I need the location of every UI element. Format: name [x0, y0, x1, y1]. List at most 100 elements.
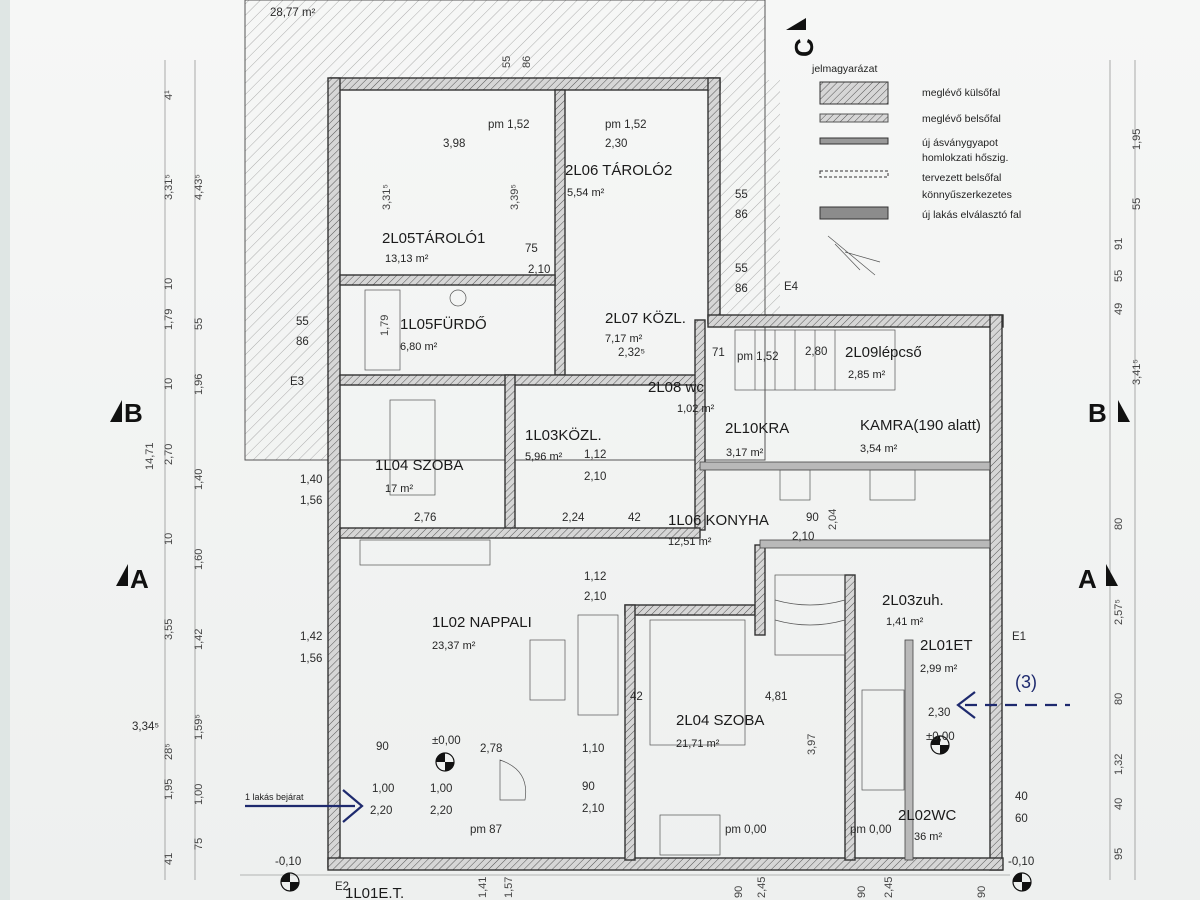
sheet-edge	[0, 0, 10, 900]
section-c-triangle	[786, 18, 806, 30]
legend-item-3: új ásványgyapot	[922, 137, 998, 149]
dim-1-00-a: 1,00	[372, 783, 394, 795]
room-2l10-area: 3,17 m²	[726, 447, 764, 459]
stairs-lower	[774, 574, 846, 656]
room-1l05-area: 6,80 m²	[400, 341, 438, 353]
dim-2-78: 2,78	[480, 743, 502, 755]
dim-pm000-a: pm 0,00	[725, 824, 767, 836]
dim-neg010-b: -0,10	[1008, 856, 1034, 868]
right-axis-values: 1,95 55 91 55 49 3,41⁵ 80 2,57⁵ 80 1,32 …	[1015, 129, 1143, 860]
left-axis-value: 4,43⁵	[193, 174, 205, 200]
dim-pm000-b: pm 0,00	[850, 824, 892, 836]
sink	[779, 469, 811, 501]
dim-2-30-b: 2,30	[928, 707, 950, 719]
label-e4: E4	[784, 281, 799, 293]
left-axis-value: 10	[163, 278, 175, 290]
dim-2-10-c: 2,10	[792, 531, 814, 543]
right-axis-value: 55	[1113, 270, 1125, 282]
dim-pm152-c: pm 1,52	[737, 351, 779, 363]
dim-3-39: 3,39⁵	[509, 184, 521, 210]
dim-90-a: 90	[806, 512, 819, 524]
room-2l08-name: 2L08 wc	[648, 379, 704, 396]
left-axis-value: 10	[163, 378, 175, 390]
dim-pm152-a: pm 1,52	[488, 119, 530, 131]
room-1l02-area: 23,37 m²	[432, 640, 476, 652]
left-axis-value: 55	[193, 318, 205, 330]
room-2l03-name: 2L03zuh.	[882, 592, 944, 609]
room-2l06-name: 2L06 TÁROLÓ2	[565, 162, 672, 179]
hatch-right	[715, 80, 780, 320]
room-2l04-area: 21,71 m²	[676, 738, 720, 750]
right-axis-value: 40	[1015, 791, 1028, 803]
bathtub	[364, 289, 401, 371]
left-axis-value: 3,34⁵	[132, 721, 159, 733]
cabinet	[359, 539, 491, 566]
right-axis-value: 3,41⁵	[1131, 359, 1143, 385]
left-axis-value: 75	[193, 838, 205, 850]
room-2l06-area: 5,54 m²	[567, 187, 605, 199]
bottom-axis-value: 1,41	[477, 877, 489, 898]
right-axis-value: 40	[1113, 798, 1125, 810]
wall-int-8	[624, 604, 636, 861]
washbasin	[449, 289, 467, 307]
legend-swatch-4	[819, 170, 889, 178]
right-axis-value: 2,57⁵	[1113, 599, 1125, 625]
room-1l05-name: 1L05FÜRDŐ	[400, 315, 487, 333]
dim-90-b: 90	[582, 781, 595, 793]
dim-2-20-a: 2,20	[370, 805, 392, 817]
section-a-left: A	[130, 564, 149, 594]
bed-1	[389, 399, 436, 496]
left-axis-value: 3,31⁵	[163, 174, 175, 200]
room-2l01-name: 2L01ET	[920, 637, 973, 654]
entry-label: 1 lakás bejárat	[245, 792, 304, 802]
right-axis-value: 91	[1113, 238, 1125, 250]
dim-55-c: 55	[735, 263, 748, 275]
room-1l04-area: 17 m²	[385, 483, 413, 495]
wall-bottom	[327, 857, 1004, 871]
left-axis-value: 2,70	[163, 444, 175, 465]
dim-2-10-a: 2,10	[528, 264, 550, 276]
dim-75-a: 75	[525, 243, 538, 255]
bottom-axis-values: 1,41 1,57 90 2,45 90 2,45 90	[477, 877, 988, 898]
room-2l07-name: 2L07 KÖZL.	[605, 309, 686, 327]
left-axis-value: 3,55	[163, 619, 175, 640]
dim-42-b: 42	[630, 691, 643, 703]
legend-swatch-2	[819, 113, 889, 123]
hatch-top	[245, 0, 765, 80]
left-axis-value: 1,96	[193, 374, 205, 395]
label-entry-3: (3)	[1015, 672, 1037, 692]
bottom-axis-value: 1,57	[503, 877, 515, 898]
bottom-axis-value: 90	[733, 886, 745, 898]
left-axis-value: 1,00	[193, 784, 205, 805]
room-2l09-name: 2L09lépcső	[845, 344, 922, 361]
legend-title: jelmagyarázat	[811, 63, 877, 75]
room-2l03-area: 1,41 m²	[886, 616, 924, 628]
wall-separator-2	[759, 539, 991, 549]
dim-1-12-a: 1,12	[584, 449, 606, 461]
dim-3-97: 3,97	[806, 734, 818, 755]
legend-swatch-1	[819, 81, 889, 105]
left-axis-value: 10	[163, 533, 175, 545]
dim-pm87: pm 87	[470, 824, 502, 836]
stove	[869, 469, 916, 501]
left-axis-value: 1,40	[193, 469, 205, 490]
bed-2	[649, 619, 746, 746]
wall-right-step	[707, 314, 1004, 328]
right-axis-value: 1,95	[1131, 129, 1143, 150]
sofa	[577, 614, 619, 716]
room-kamra-area: 3,54 m²	[860, 443, 898, 455]
dim-1-79: 1,79	[379, 315, 391, 336]
dim-2-24: 2,24	[562, 512, 585, 524]
dim-2-10-d: 2,10	[584, 591, 606, 603]
section-b-right: B	[1088, 398, 1107, 428]
room-2l08-area: 1,02 m²	[677, 403, 715, 415]
dim-86-a: 86	[296, 336, 309, 348]
dim-neg010-a: -0,10	[275, 856, 301, 868]
dim-0-00-a: ±0,00	[432, 735, 461, 747]
dim-4-81: 4,81	[765, 691, 787, 703]
room-1l06-name: 1L06 KONYHA	[668, 512, 769, 529]
room-1l04-name: 1L04 SZOBA	[375, 457, 463, 474]
left-axis-values: 4¹ 3,31⁵ 4,43⁵ 10 1,79 55 10 1,96 14,71 …	[132, 90, 205, 865]
dim-3-98: 3,98	[443, 138, 465, 150]
wall-int-2	[339, 274, 556, 286]
